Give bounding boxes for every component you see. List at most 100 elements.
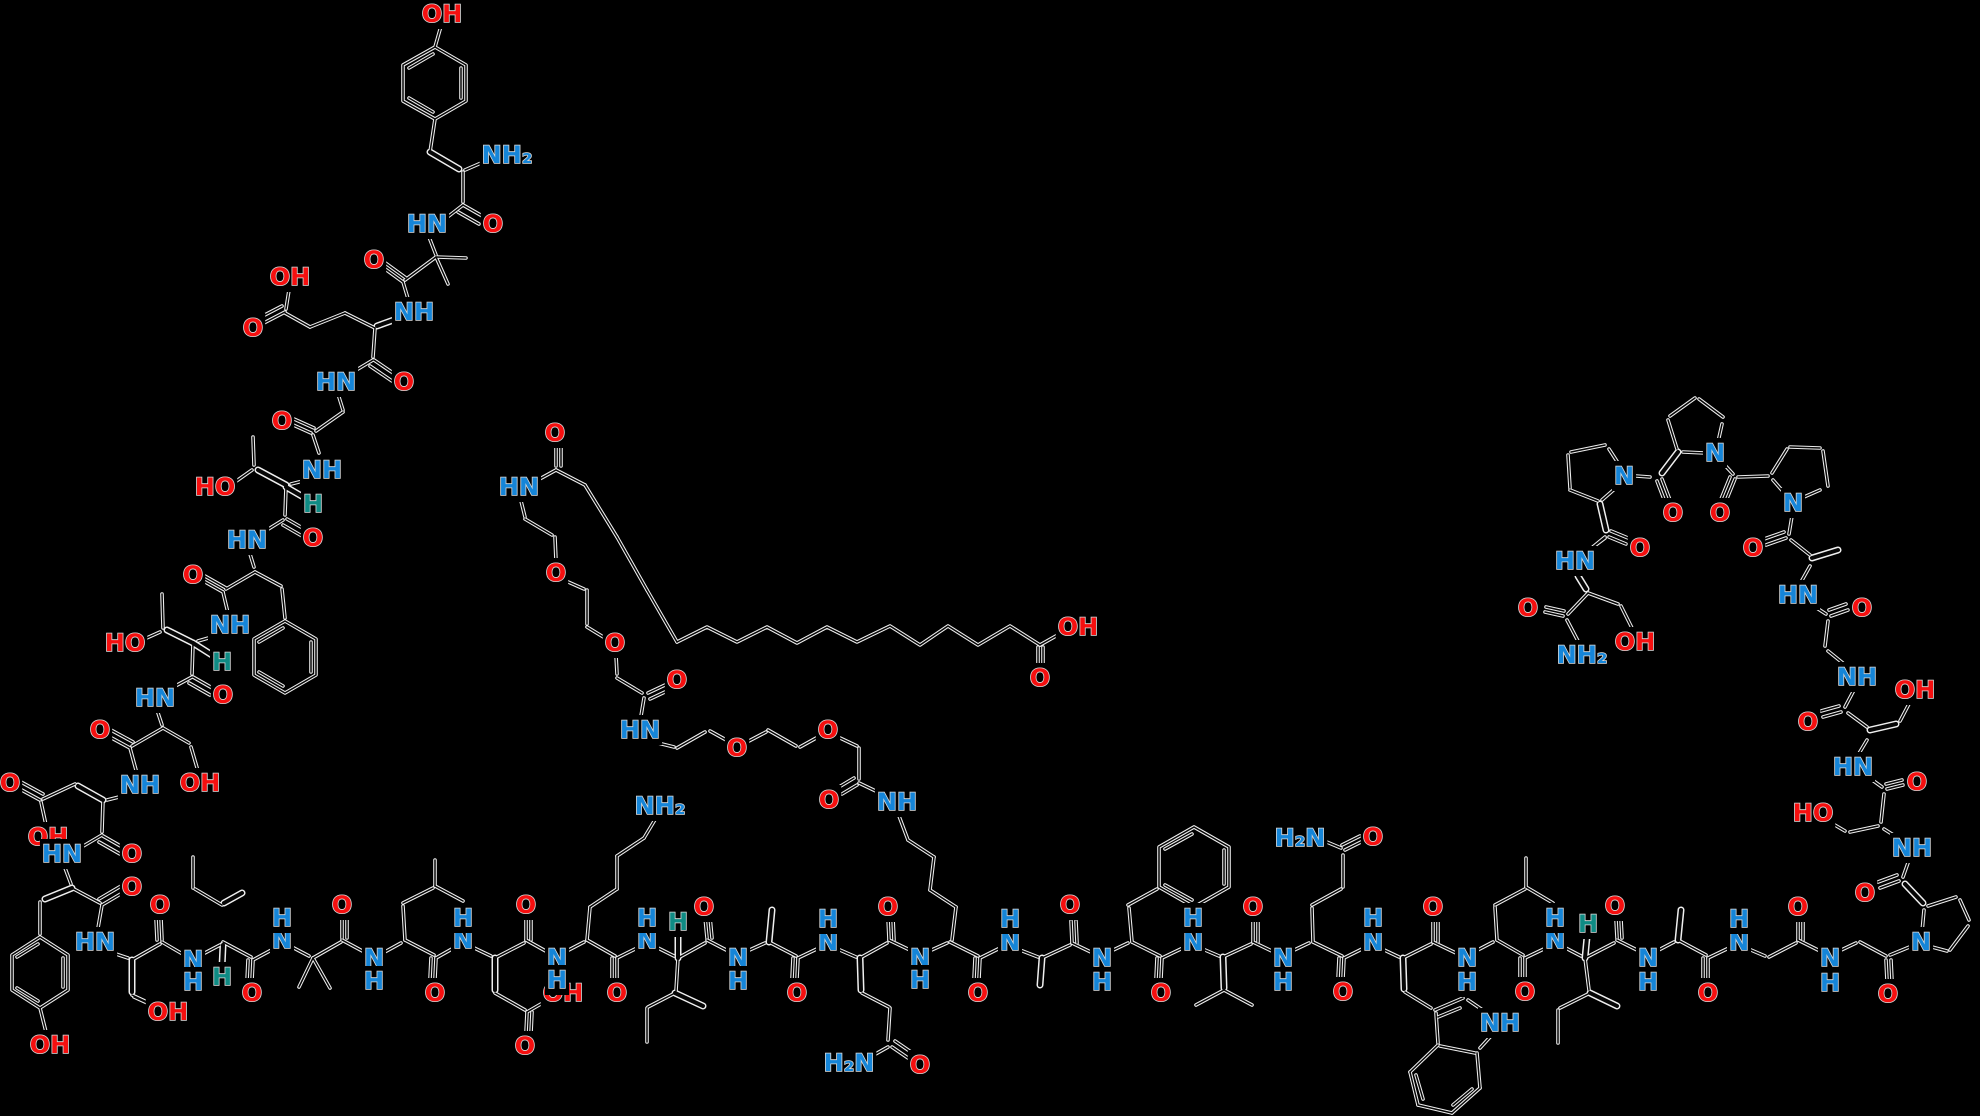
atom-label-mask xyxy=(1695,978,1721,1008)
atom-label: O xyxy=(1907,768,1927,796)
stereo-bond xyxy=(767,908,774,944)
atom-label-mask xyxy=(207,610,253,640)
atom-label-mask xyxy=(1908,927,1934,957)
atom-label-mask xyxy=(1892,675,1938,705)
atom-label: O xyxy=(1698,979,1718,1007)
bond xyxy=(1822,711,1842,718)
atom-label: O xyxy=(546,559,566,587)
bond xyxy=(312,941,342,959)
bond xyxy=(1157,825,1231,909)
bond xyxy=(1844,689,1855,708)
atom-label: O xyxy=(667,666,687,694)
atom-label-mask xyxy=(1057,890,1083,920)
atom-label-mask xyxy=(1272,823,1328,853)
atom-label-mask xyxy=(543,558,569,588)
bond xyxy=(16,987,39,1002)
atom-label: H xyxy=(910,966,930,994)
atom-label-mask xyxy=(1795,707,1821,737)
atom-label: O xyxy=(968,979,988,1007)
atom-label-mask xyxy=(513,890,539,920)
atom-label-mask xyxy=(1180,903,1206,933)
atom-label-mask xyxy=(450,903,476,933)
atom-label-mask xyxy=(1554,640,1610,670)
bond xyxy=(252,436,255,466)
atom-label: O xyxy=(694,893,714,921)
bond xyxy=(1677,939,1707,956)
atom-label-mask xyxy=(180,560,206,590)
atom-label-mask xyxy=(816,785,842,815)
atom-label-mask xyxy=(299,455,345,485)
bond xyxy=(1195,989,1225,1006)
atom-label-mask xyxy=(1660,498,1686,528)
atom-label-mask xyxy=(1552,546,1598,576)
atom-label: HO xyxy=(105,629,146,657)
atom-label: OH xyxy=(422,0,463,28)
atom-label: N xyxy=(1705,439,1725,467)
bond xyxy=(1880,793,1885,823)
stereo-bond xyxy=(1676,908,1683,942)
atom-label: O xyxy=(1798,708,1818,736)
atom-label-mask xyxy=(1627,533,1653,563)
bond xyxy=(586,906,591,941)
atom-label-mask xyxy=(1575,909,1601,939)
bond xyxy=(254,571,282,587)
atom-label-mask xyxy=(1148,978,1174,1008)
bond xyxy=(1720,476,1731,500)
atom-label: N xyxy=(1614,462,1634,490)
atom-label: N xyxy=(1273,944,1293,972)
bond xyxy=(1311,907,1314,943)
bond xyxy=(1635,475,1651,478)
bond xyxy=(1342,957,1345,980)
atom-label-mask xyxy=(1785,892,1811,922)
atom-label: O xyxy=(122,873,142,901)
atom-label: O xyxy=(607,979,627,1007)
stereo-bond xyxy=(1810,548,1840,560)
atom-label-mask xyxy=(267,262,313,292)
bond xyxy=(101,799,104,833)
atom-label-mask xyxy=(1602,891,1628,921)
bond xyxy=(859,942,888,959)
bond xyxy=(1525,886,1554,904)
atom-label: HN xyxy=(42,840,82,868)
atom-label-mask xyxy=(664,665,690,695)
atom-label: H xyxy=(1545,904,1565,932)
bond xyxy=(191,642,194,675)
bond xyxy=(312,434,320,454)
atom-label-mask xyxy=(1360,822,1386,852)
atom-label-mask xyxy=(419,0,465,29)
bond xyxy=(837,736,858,747)
bond xyxy=(1127,888,1158,906)
atom-label: N xyxy=(1363,928,1383,956)
atom-label-mask xyxy=(269,903,295,933)
bond xyxy=(520,500,526,518)
bond xyxy=(1725,478,1736,502)
atom-label-mask xyxy=(634,903,660,933)
atom-label-mask xyxy=(1740,533,1766,563)
atom-label: N xyxy=(364,944,384,972)
bond xyxy=(647,992,676,1008)
atom-label: O xyxy=(242,979,262,1007)
atom-label-mask xyxy=(1420,892,1446,922)
atom-label: O xyxy=(1423,893,1443,921)
stereo-bond xyxy=(165,628,195,645)
atom-label: HN xyxy=(135,684,175,712)
atom-label: HN xyxy=(1778,581,1818,609)
bond xyxy=(1661,478,1671,501)
atom-label-mask xyxy=(1817,968,1843,998)
atom-label-mask xyxy=(119,839,145,869)
bond xyxy=(42,783,76,800)
atom-label-mask xyxy=(1726,904,1752,934)
atom-label: N xyxy=(1000,928,1020,956)
atom-label: HN xyxy=(407,210,447,238)
bond xyxy=(676,731,706,749)
atom-label-mask xyxy=(496,472,542,502)
stereo-bond xyxy=(1868,722,1898,732)
atom-label-mask xyxy=(542,418,568,448)
atom-label-mask xyxy=(192,472,238,502)
atom-label-mask xyxy=(1790,798,1836,828)
atom-label: O xyxy=(516,891,536,919)
atom-label-mask xyxy=(874,787,920,817)
bond xyxy=(16,943,39,958)
bond xyxy=(428,236,437,256)
